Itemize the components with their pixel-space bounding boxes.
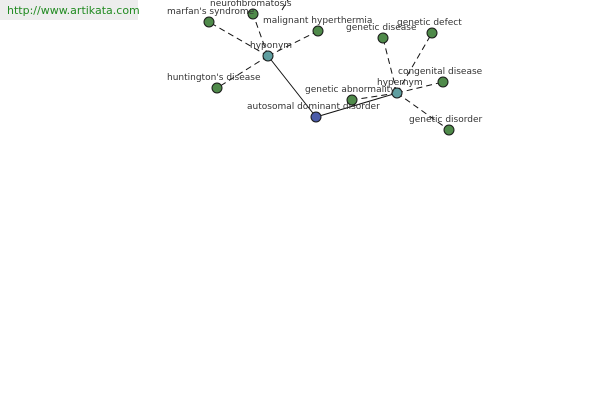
node-huntingtons[interactable]: huntington's disease (167, 73, 261, 94)
node-root[interactable]: autosomal dominant disorder (247, 102, 380, 123)
node-label[interactable]: genetic disease (346, 23, 417, 33)
edge-stub-0 (281, 0, 289, 11)
node-dot[interactable] (211, 82, 223, 94)
node-dot[interactable] (310, 111, 322, 123)
node-label[interactable]: hyponym (250, 41, 292, 51)
node-malignant[interactable]: malignant hyperthermia (263, 16, 372, 37)
edge-hypernym-genetic_abnormality (351, 92, 398, 101)
node-congenital[interactable]: congenital disease (398, 67, 483, 88)
edge-root-hypernym (315, 92, 398, 118)
edge-root-hyponym (267, 55, 317, 118)
node-label[interactable]: genetic abnormality (305, 85, 396, 95)
node-genetic-abnormality[interactable]: genetic abnormality (305, 85, 396, 106)
node-label[interactable]: malignant hyperthermia (263, 16, 372, 26)
node-label[interactable]: genetic defect (397, 18, 462, 28)
edge-hypernym-genetic_defect (396, 32, 433, 94)
node-dot[interactable] (377, 32, 389, 44)
node-dot[interactable] (437, 76, 449, 88)
node-dot[interactable] (203, 16, 215, 28)
node-dot[interactable] (262, 50, 274, 62)
node-neurofibromatosis[interactable]: neurofibromatosis (210, 0, 292, 20)
node-marfans[interactable]: marfan's syndrome (167, 7, 255, 28)
node-label[interactable]: genetic disorder (409, 115, 483, 125)
node-label[interactable]: congenital disease (398, 67, 483, 77)
node-dot[interactable] (443, 124, 455, 136)
edge-hyponym-huntingtons (216, 55, 269, 89)
nodes-layer: autosomal dominant disorder hyponym hypern… (167, 0, 483, 136)
node-label[interactable]: neurofibromatosis (210, 0, 292, 9)
node-dot[interactable] (346, 94, 358, 106)
node-hyponym[interactable]: hyponym (250, 41, 292, 62)
node-hypernym[interactable]: hypernym (377, 78, 423, 99)
edge-hypernym-genetic_disorder (396, 92, 450, 131)
edge-hyponym-neurofibromatosis (252, 13, 269, 57)
node-dot[interactable] (247, 8, 259, 20)
node-genetic-disorder[interactable]: genetic disorder (409, 115, 483, 136)
site-url[interactable]: http://www.artikata.com (0, 0, 140, 20)
edge-hyponym-marfans (208, 21, 269, 57)
node-label[interactable]: huntington's disease (167, 73, 261, 83)
node-label[interactable]: autosomal dominant disorder (247, 102, 380, 112)
edge-hypernym-congenital (396, 81, 444, 94)
node-dot[interactable] (426, 27, 438, 39)
edges-layer (208, 0, 450, 131)
node-label[interactable]: hypernym (377, 78, 423, 88)
node-label[interactable]: marfan's syndrome (167, 7, 255, 17)
node-genetic-defect[interactable]: genetic defect (397, 18, 462, 39)
node-dot[interactable] (312, 25, 324, 37)
node-genetic-disease[interactable]: genetic disease (346, 23, 417, 44)
node-dot[interactable] (391, 87, 403, 99)
